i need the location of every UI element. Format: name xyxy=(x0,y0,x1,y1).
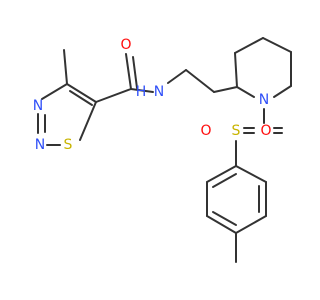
atom-n-piperidine: N xyxy=(259,92,269,108)
bond-ar-c3-c4 xyxy=(206,215,237,234)
bond-pip-n-c2 xyxy=(236,86,255,98)
bond-ch2-piperidine xyxy=(213,86,238,93)
bond-c4-c5-double xyxy=(69,90,93,106)
bond-carbonyl-n xyxy=(130,88,154,93)
bond-ar-c6-c1 xyxy=(235,165,267,183)
atom-s-thiadiazole: S xyxy=(64,137,73,153)
bond-ar-inner-1 xyxy=(212,173,237,188)
bond-ch2-ch2 xyxy=(185,69,215,93)
bond-pip-c4-c5 xyxy=(262,37,292,53)
atom-o-carbonyl: O xyxy=(120,37,131,53)
atom-h-amide: H xyxy=(136,84,147,100)
atom-o-sulfonyl-right: O xyxy=(260,123,271,139)
bond-ar-inner-2 xyxy=(212,211,237,226)
bond-s1-c5 xyxy=(79,101,97,141)
atom-s-sulfonyl: S xyxy=(232,123,241,139)
bond-ar-c4-c5 xyxy=(235,215,267,234)
atom-n-amide: N xyxy=(154,84,164,100)
molecule-structure: O N H N N S N S O O xyxy=(33,37,292,263)
atom-o-sulfonyl-left: O xyxy=(200,123,211,139)
bond-c5-carbonyl xyxy=(95,88,132,103)
bond-carbonyl-o-double xyxy=(132,56,138,89)
bond-n-ch2 xyxy=(167,69,187,84)
bond-pip-c2-c3 xyxy=(234,52,238,88)
bond-c4-n3 xyxy=(41,83,68,100)
atom-n-thiadiazole-b: N xyxy=(35,137,45,153)
bond-c4-c5 xyxy=(66,83,97,103)
bond-carbonyl-o xyxy=(125,53,132,90)
atom-n-thiadiazole-a: N xyxy=(33,98,43,114)
bond-pip-c6-n xyxy=(273,85,292,98)
bond-methyl-thiadiazole xyxy=(63,49,68,85)
bond-pip-c3-c4 xyxy=(234,37,264,54)
bond-ar-c1-c2 xyxy=(206,165,237,183)
molecule-diagram: O N H N N S N S O O xyxy=(32,37,292,263)
